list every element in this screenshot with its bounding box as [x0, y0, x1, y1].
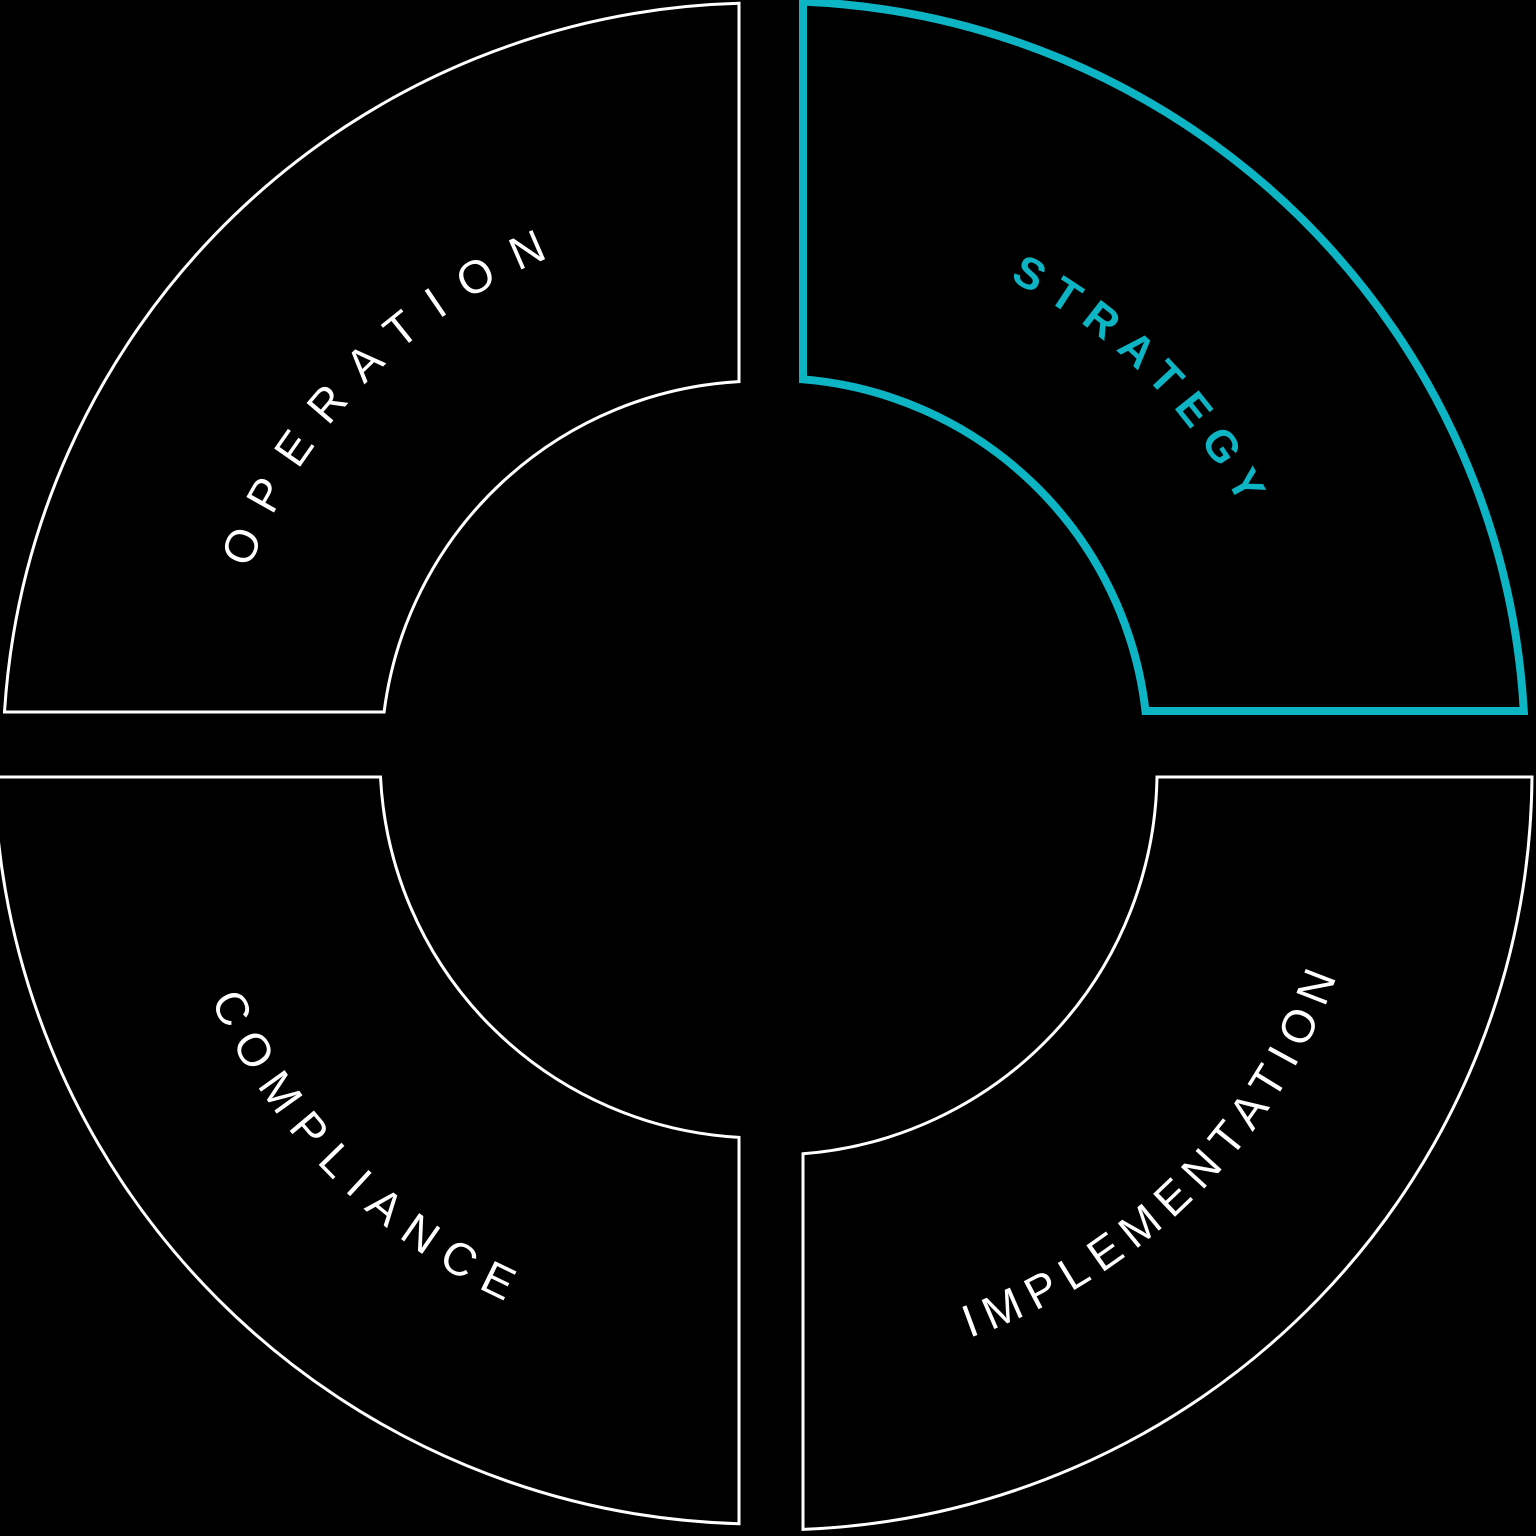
implementation-label: IMPLEMENTATION — [955, 952, 1350, 1347]
operation-label: OPERATION — [210, 210, 572, 572]
quadrant-operation[interactable]: OPERATION — [2, 1, 741, 714]
strategy-label: STRATEGY — [1005, 246, 1281, 522]
quadrant-implementation[interactable]: IMPLEMENTATION — [801, 775, 1534, 1531]
quadrant-compliance[interactable]: COMPLIANCE — [0, 775, 741, 1526]
strategy-sector-outline — [799, 0, 1529, 715]
compliance-label: COMPLIANCE — [202, 982, 537, 1317]
operation-sector-outline — [2, 1, 741, 714]
quadrant-strategy[interactable]: STRATEGY — [799, 0, 1529, 715]
implementation-sector-outline — [801, 775, 1534, 1531]
compliance-sector-outline — [0, 775, 741, 1526]
